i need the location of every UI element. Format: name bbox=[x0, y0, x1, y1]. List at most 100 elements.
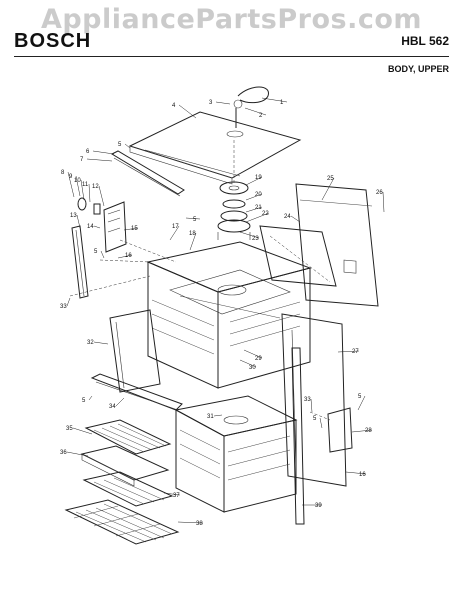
top-plate bbox=[128, 111, 302, 185]
callout-leader-line bbox=[178, 104, 197, 119]
callout-leader-line bbox=[177, 521, 204, 524]
callout-number: 22 bbox=[262, 211, 269, 217]
callout-number: 20 bbox=[255, 192, 262, 198]
cable-assembly bbox=[233, 86, 269, 128]
callout-5: 5 bbox=[82, 395, 93, 404]
callout-25: 25 bbox=[321, 176, 334, 201]
callout-number: 17 bbox=[172, 224, 179, 230]
oven-rack-upper bbox=[84, 419, 172, 455]
callout-15: 15 bbox=[123, 226, 139, 232]
callout-number: 18 bbox=[189, 231, 196, 237]
callout-leader-line bbox=[239, 231, 260, 239]
callout-8: 8 bbox=[61, 170, 75, 198]
callout-number: 16 bbox=[359, 472, 366, 478]
callout-39: 39 bbox=[302, 503, 322, 509]
callout-29: 29 bbox=[243, 349, 263, 362]
callout-23: 23 bbox=[239, 231, 260, 242]
callout-number: 3 bbox=[209, 100, 213, 106]
callout-leader-line bbox=[66, 451, 89, 457]
callout-16: 16 bbox=[345, 471, 366, 478]
callout-5: 5 bbox=[185, 217, 201, 223]
watermark-text: AppliancePartsPros.com bbox=[40, 4, 423, 35]
broil-pan-grid bbox=[82, 471, 174, 507]
right-side-panel bbox=[281, 313, 347, 487]
callout-5: 5 bbox=[94, 249, 105, 259]
left-front-frame bbox=[109, 309, 161, 393]
callout-leader-line bbox=[123, 227, 139, 231]
callout-33: 33 bbox=[304, 397, 313, 413]
callout-7: 7 bbox=[80, 157, 113, 163]
callout-37: 37 bbox=[163, 492, 181, 499]
callout-number: 5 bbox=[118, 142, 122, 148]
callout-number: 31 bbox=[207, 414, 214, 420]
callout-leader-line bbox=[163, 492, 181, 496]
rear-insulation-frame bbox=[259, 225, 337, 287]
callout-leader-line bbox=[245, 206, 263, 213]
callout-9: 9 bbox=[69, 174, 81, 197]
callout-leader-line bbox=[88, 183, 91, 203]
callout-35: 35 bbox=[66, 426, 93, 435]
callout-number: 5 bbox=[193, 217, 197, 223]
callout-number: 30 bbox=[249, 365, 256, 371]
model-number: HBL 562 bbox=[401, 34, 449, 48]
callout-leader-line bbox=[245, 212, 270, 223]
callout-number: 39 bbox=[315, 503, 322, 509]
callout-number: 12 bbox=[92, 184, 99, 190]
callout-leader-line bbox=[88, 395, 93, 401]
callout-17: 17 bbox=[169, 224, 179, 241]
callout-5: 5 bbox=[357, 394, 366, 411]
oven-rack-lower bbox=[64, 499, 180, 545]
callout-leader-line bbox=[290, 215, 301, 223]
callout-5: 5 bbox=[313, 416, 323, 429]
rear-panel bbox=[295, 183, 379, 307]
right-hinge-bracket bbox=[327, 407, 353, 453]
callout-leader-line bbox=[357, 395, 366, 411]
callout-28: 28 bbox=[351, 428, 373, 434]
callout-number: 7 bbox=[80, 157, 84, 163]
callout-22: 22 bbox=[245, 211, 270, 223]
callout-number: 37 bbox=[173, 493, 180, 499]
left-hinge-parts bbox=[77, 197, 127, 253]
callout-leader-line bbox=[351, 429, 373, 433]
callout-leader-line bbox=[261, 97, 288, 103]
callout-3: 3 bbox=[209, 100, 231, 106]
callout-38: 38 bbox=[177, 521, 204, 527]
callout-26: 26 bbox=[376, 190, 385, 213]
callout-leader-line bbox=[76, 214, 81, 229]
callout-number: 19 bbox=[255, 175, 262, 181]
callout-12: 12 bbox=[92, 184, 105, 207]
callout-leader-line bbox=[319, 417, 323, 429]
callout-27: 27 bbox=[337, 349, 360, 355]
callout-leader-line bbox=[382, 191, 385, 213]
callout-6: 6 bbox=[86, 149, 115, 155]
callout-number: 5 bbox=[358, 394, 362, 400]
callout-31: 31 bbox=[207, 414, 223, 420]
callout-leader-line bbox=[189, 232, 197, 251]
callout-leader-line bbox=[310, 398, 313, 413]
callout-leader-line bbox=[244, 107, 267, 116]
callout-1: 1 bbox=[261, 97, 288, 106]
callout-leader-line bbox=[75, 175, 81, 197]
callout-number: 24 bbox=[284, 214, 291, 220]
callout-number: 10 bbox=[74, 178, 81, 184]
callout-number: 8 bbox=[61, 170, 65, 176]
callout-14: 14 bbox=[87, 224, 101, 230]
callout-number: 34 bbox=[109, 404, 116, 410]
lower-oven-cavity bbox=[174, 395, 298, 513]
callout-4: 4 bbox=[172, 103, 197, 119]
callout-leader-line bbox=[243, 349, 263, 359]
callout-leader-line bbox=[337, 350, 360, 353]
upper-oven-cavity bbox=[146, 241, 312, 389]
front-trim-strip bbox=[110, 150, 185, 197]
callout-number: 25 bbox=[327, 176, 334, 182]
callout-16: 16 bbox=[117, 253, 133, 259]
callout-30: 30 bbox=[239, 359, 256, 371]
callout-leader-line bbox=[98, 185, 105, 207]
callout-number: 38 bbox=[196, 521, 203, 527]
callout-number: 26 bbox=[376, 190, 383, 196]
broil-pan bbox=[80, 445, 170, 487]
callout-number: 6 bbox=[86, 149, 90, 155]
callout-leader-line bbox=[117, 254, 133, 259]
callout-10: 10 bbox=[74, 178, 85, 201]
